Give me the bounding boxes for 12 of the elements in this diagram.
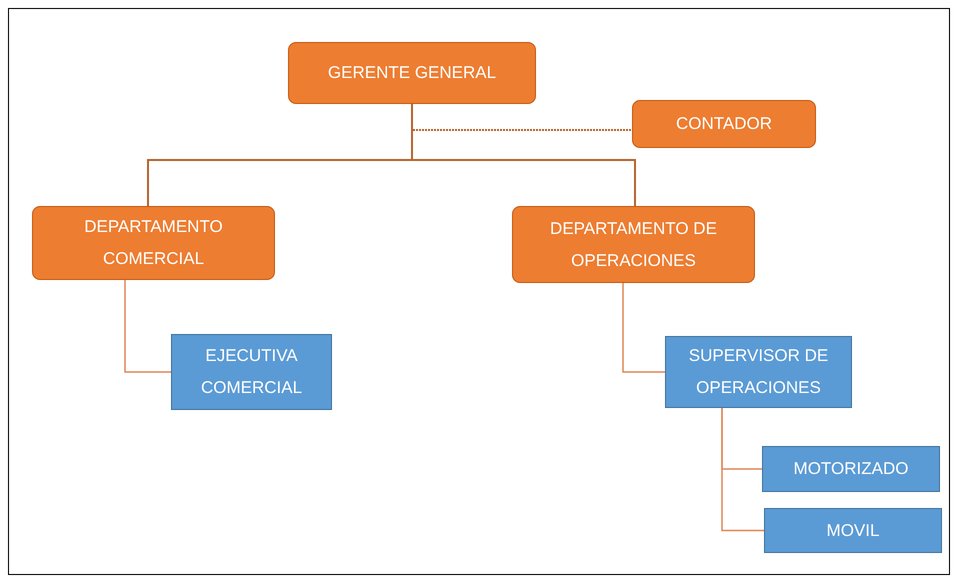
department-box: DEPARTAMENTO DE OPERACIONES: [512, 206, 755, 283]
department-box: CONTADOR: [632, 100, 816, 148]
role-box: EJECUTIVA COMERCIAL: [171, 334, 332, 410]
role-box: MOTORIZADO: [762, 446, 940, 492]
department-box: DEPARTAMENTO COMERCIAL: [32, 206, 275, 280]
role-box: MOVIL: [764, 508, 942, 553]
connector-line: [622, 283, 665, 373]
role-box: SUPERVISOR DE OPERACIONES: [665, 336, 852, 408]
connector-line: [721, 408, 764, 532]
connector-line: [411, 104, 636, 206]
connector-line: [124, 280, 171, 373]
department-box: GERENTE GENERAL: [288, 42, 536, 104]
